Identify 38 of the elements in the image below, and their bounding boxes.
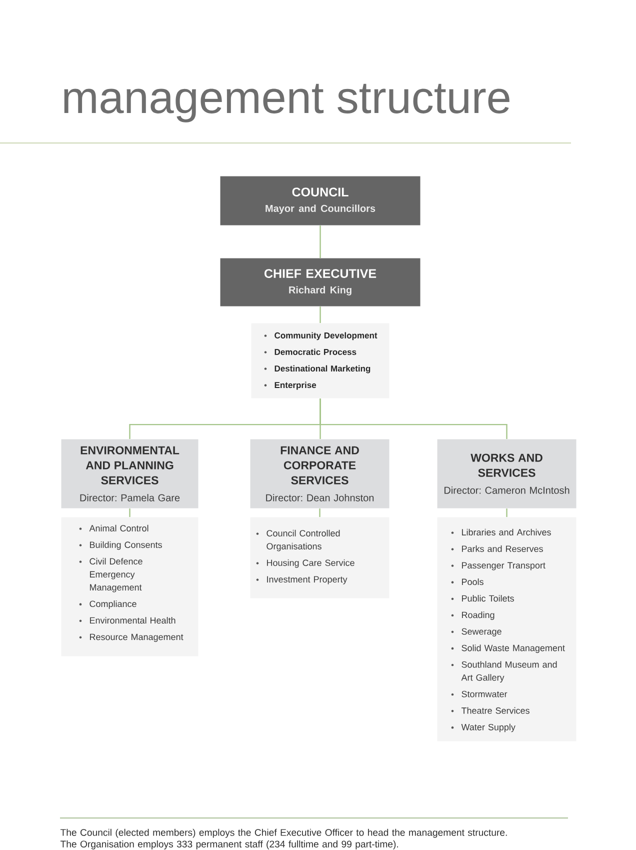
list-item: Animal Control (89, 524, 148, 532)
list-item: Theatre Services (461, 707, 530, 714)
list-item: Libraries and Archives (462, 528, 551, 536)
list-item: Passenger Transport (462, 562, 546, 570)
caption: The Council (elected members) employs the Chief Executive Officer to head the management structure. The Organisation employs 333 permanent staff (234 fulltime and 99 part-time). (60, 828, 507, 850)
list-item: Compliance (90, 600, 136, 609)
department-box: FINANCE AND CORPORATE SERVICES Director: Dean Johnston (250, 439, 390, 508)
connector-line (320, 398, 508, 439)
connector-line (129, 508, 130, 517)
list-item: Investment Property (267, 576, 348, 584)
position-box: CHIEF EXECUTIVE Richard King (220, 258, 420, 306)
list-item: Civil Defence Emergency Management (90, 558, 142, 592)
department-box: ENVIRONMENTAL AND PLANNING SERVICES Director: Pamela Gare (61, 439, 198, 508)
list-item: Democratic Process (274, 348, 356, 355)
list-item: Roading (462, 612, 494, 620)
list-item: Stormwater (462, 690, 508, 698)
list-item: Community Development (274, 332, 378, 340)
list-item: Council Controlled Organisations (266, 530, 340, 552)
list-item: Sewerage (462, 628, 502, 636)
list-item: Parks and Reserves (462, 545, 543, 552)
connector-line (320, 226, 321, 258)
connector-line (320, 306, 321, 323)
list-item: Destinational Marketing (274, 365, 370, 374)
position-box: COUNCIL Mayor and Councillors (220, 176, 420, 226)
title: management structure (64, 84, 510, 122)
list-item: Resource Management (90, 634, 184, 642)
list-item: Solid Waste Management (462, 644, 565, 653)
list-item: Housing Care Service (267, 559, 354, 568)
connector-line (506, 508, 508, 517)
list-item: Southland Museum and Art Gallery (461, 661, 557, 682)
list-item: Water Supply (461, 724, 516, 732)
list-item: Pools (462, 578, 484, 586)
department-box: WORKS AND SERVICES Director: Cameron McIntosh (437, 439, 576, 508)
list-item: Public Toilets (462, 594, 514, 602)
connector-line (319, 508, 320, 517)
list-item: Enterprise (274, 382, 316, 390)
list-item: Environmental Health (90, 616, 176, 624)
list-item: Building Consents (90, 541, 162, 550)
